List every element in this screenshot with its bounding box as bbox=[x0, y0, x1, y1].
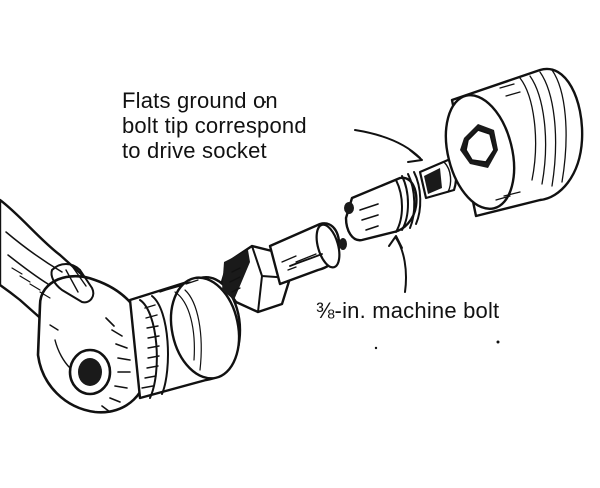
flats-label-line-2: bolt tip correspond bbox=[122, 113, 307, 138]
drive-socket bbox=[128, 275, 242, 400]
machine-bolt bbox=[344, 158, 458, 242]
flats-label-line-1: Flats ground on bbox=[122, 88, 278, 113]
bolt-label: ⅜-in. machine bolt bbox=[316, 298, 500, 323]
hex-socket bbox=[444, 67, 584, 218]
leader-arrows bbox=[354, 129, 423, 293]
ratchet-wrench bbox=[0, 198, 152, 414]
flats-label-line-3: to drive socket bbox=[122, 138, 267, 163]
bolt-shank bbox=[268, 222, 347, 286]
flats-label: Flats ground on bolt tip correspond to d… bbox=[122, 88, 307, 163]
